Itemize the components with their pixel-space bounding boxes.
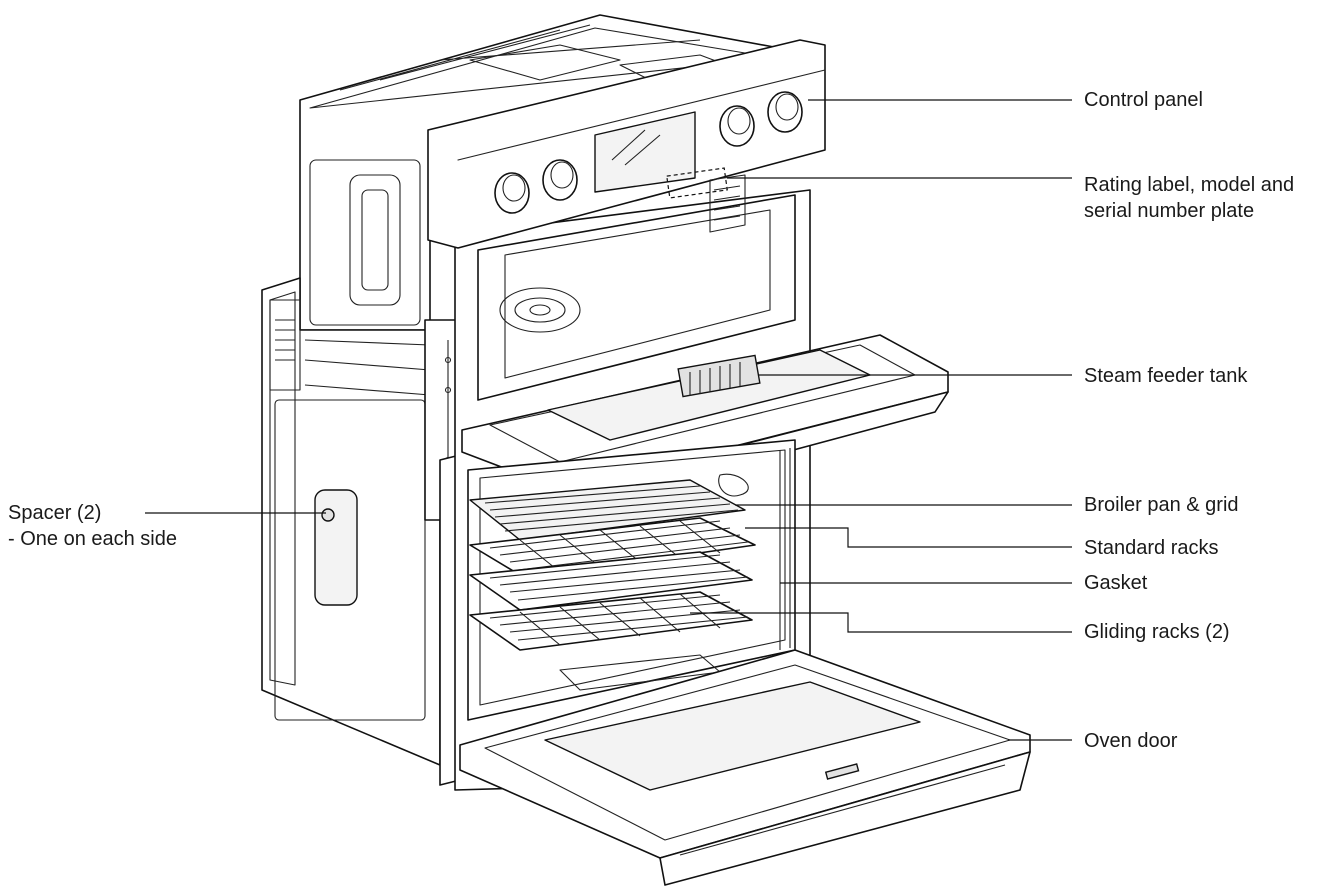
leader-gliding-racks: [690, 612, 1072, 633]
knob-2: [542, 159, 578, 201]
standard-rack: [469, 517, 756, 579]
label-gliding-racks: Gliding racks (2): [1084, 621, 1230, 643]
leader-standard-racks: [745, 527, 1072, 548]
knob-4: [767, 91, 803, 133]
broiler-pan: [469, 479, 746, 541]
knob-3: [719, 105, 755, 147]
label-broiler-pan-grid: Broiler pan & grid: [1084, 494, 1239, 516]
label-control-panel: Control panel: [1084, 89, 1203, 111]
label-standard-racks: Standard racks: [1084, 537, 1219, 559]
lower-cabinet: [261, 277, 441, 766]
oven-door: [459, 649, 1031, 886]
control-panel: [427, 39, 826, 249]
label-spacer-line2: - One on each side: [8, 528, 177, 550]
label-oven-door: Oven door: [1084, 730, 1178, 752]
knob-1: [494, 172, 530, 214]
upper-cavity: [477, 174, 796, 401]
label-rating-label-line1: Rating label, model and: [1084, 174, 1295, 196]
label-steam-feeder-tank: Steam feeder tank: [1084, 365, 1248, 387]
gasket: [779, 448, 791, 650]
label-spacer-line1: Spacer (2): [8, 502, 102, 524]
leader-lines: [145, 99, 1072, 741]
label-gasket: Gasket: [1084, 572, 1148, 594]
label-rating-label-line2: serial number plate: [1084, 200, 1255, 222]
